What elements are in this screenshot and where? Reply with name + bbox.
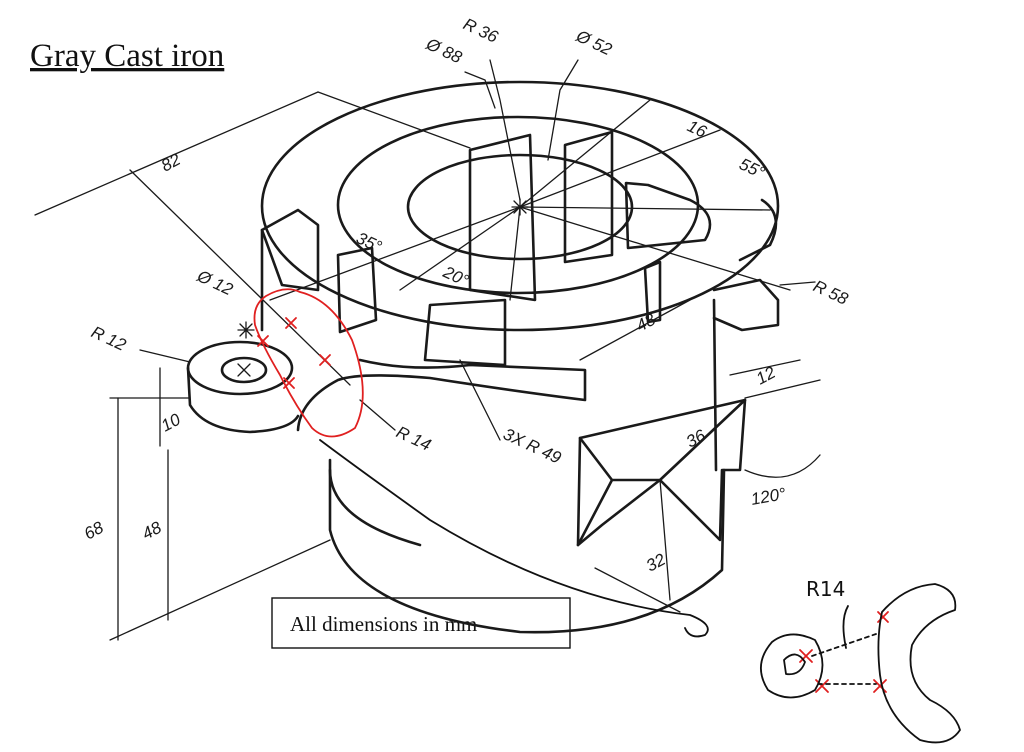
dim-d12: Ø 12	[193, 266, 236, 299]
drawing-title: Gray Cast iron	[30, 38, 224, 74]
dim-55deg: 55°	[736, 154, 768, 182]
dim-3xr49: 3X R 49	[500, 424, 564, 467]
dim-d88: Ø 88	[422, 34, 465, 67]
sketch-label-r14: R14	[806, 577, 845, 601]
dim-35deg: 35°	[353, 228, 385, 256]
dim-120deg: 120°	[749, 484, 787, 509]
red-markup	[253, 288, 889, 693]
dim-d52: Ø 52	[572, 26, 615, 59]
dim-82: 82	[158, 150, 184, 176]
dim-r58: R 58	[810, 276, 851, 309]
dim-r36: R 36	[460, 14, 501, 47]
dim-48-side: 48	[139, 518, 165, 544]
dim-32: 32	[643, 550, 669, 576]
dim-r12: R 12	[88, 322, 129, 355]
dimension-lines	[34, 59, 821, 641]
hand-sketch: R14	[319, 439, 961, 744]
dimension-labels: R 36 Ø 88 Ø 52 16 55° 82 35° 20° R 58 Ø …	[81, 14, 851, 575]
part-outline	[186, 80, 780, 634]
center-marks	[237, 198, 529, 377]
dim-r14: R 14	[393, 422, 434, 454]
dim-36: 36	[683, 426, 709, 452]
note-box	[271, 597, 571, 649]
dim-10: 10	[158, 410, 184, 436]
dim-68: 68	[81, 518, 107, 544]
note-text: All dimensions in mm	[290, 612, 477, 636]
dim-12: 12	[753, 363, 779, 389]
dim-48-top: 48	[633, 310, 659, 336]
